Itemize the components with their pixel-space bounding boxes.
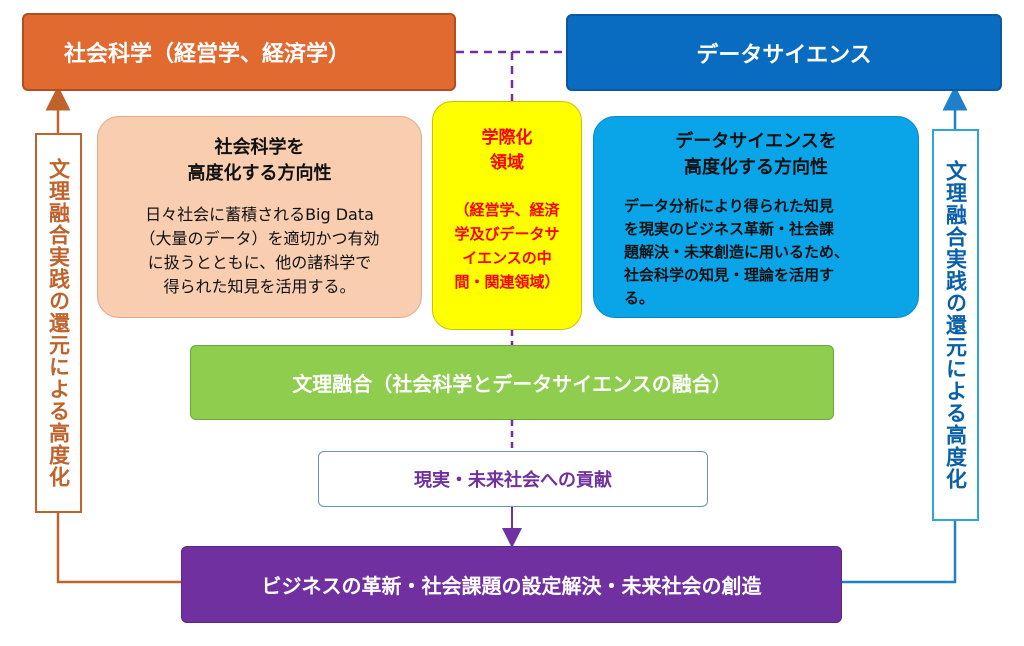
fusion-bar: 文理融合（社会科学とデータサイエンスの融合） [190,345,834,420]
social-direction-body: 日々社会に蓄積されるBig Data （大量のデータ）を適切かつ有効 に扱うとと… [139,205,380,296]
business-bar: ビジネスの革新・社会課題の設定解決・未来社会の創造 [181,546,842,623]
interdisciplinary-body: （経営学、経済 学及びデータサ イエンスの中 間・関連領域） [454,201,560,291]
social-science-header: 社会科学（経営学、経済学） [22,13,456,91]
social-direction-title: 社会科学を 高度化する方向性 [187,137,332,184]
data-direction-body: データ分析により得られた知見 を現実のビジネス革新・社会課 題解決・未来創造に用… [624,197,850,307]
left-vertical-label: 文理融合実践の還元による高度化 [35,133,82,513]
data-direction-title: データサイエンスを 高度化する方向性 [675,131,837,178]
contribution-box: 現実・未来社会への貢献 [318,451,708,507]
interdisciplinary-title: 学際化 領域 [481,128,533,173]
data-science-header: データサイエンス [566,14,1002,91]
social-direction-box: 社会科学を 高度化する方向性 日々社会に蓄積されるBig Data （大量のデー… [97,116,422,318]
right-vertical-label: 文理融合実践の還元による高度化 [932,129,979,521]
interdisciplinary-box: 学際化 領域 （経営学、経済 学及びデータサ イエンスの中 間・関連領域） [432,101,582,330]
data-direction-box: データサイエンスを 高度化する方向性 データ分析により得られた知見 を現実のビジ… [593,116,919,318]
